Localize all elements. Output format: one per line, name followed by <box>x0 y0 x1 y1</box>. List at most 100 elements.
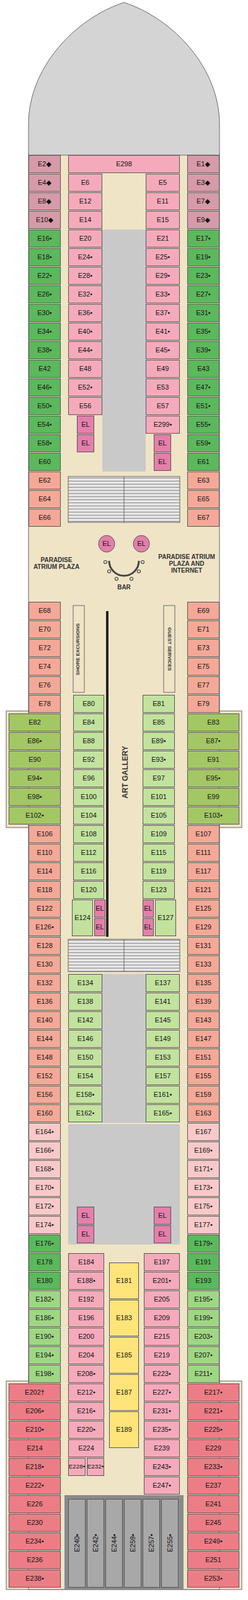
cabin-number: E30• <box>37 308 52 317</box>
cabin-number: E88 <box>82 736 95 744</box>
cabin-number: E209 <box>153 1313 170 1321</box>
bar-counter <box>109 560 139 576</box>
cabin-box: E131 <box>187 936 220 955</box>
cabin-number: E20 <box>79 234 92 242</box>
cabin-number: E151 <box>195 1052 212 1061</box>
cabin-box: E219 <box>143 1345 180 1364</box>
cabin-box: E163 <box>187 1103 220 1122</box>
cabin-number: E218• <box>25 1461 45 1470</box>
cabin-box: E192 <box>68 1289 105 1308</box>
cabin-number: E1◆ <box>196 159 211 168</box>
cabin-box: E146 <box>68 1029 103 1048</box>
cabin-box: E3◆ <box>187 173 220 192</box>
cabin-number: E3◆ <box>196 178 211 186</box>
cabin-number: E60 <box>38 457 51 465</box>
cabin-number: E29• <box>155 271 170 279</box>
cabin-number: E239 <box>153 1443 170 1451</box>
cabin-box: E38• <box>28 341 61 359</box>
cabin-number: E227• <box>152 1387 172 1395</box>
cabin-box: E4◆ <box>28 173 61 192</box>
cabin-number: E193 <box>195 1275 212 1284</box>
cabin-number: E53 <box>156 383 170 391</box>
tender-bay <box>64 1494 184 1589</box>
cabin-box: E33• <box>145 285 180 304</box>
cabin-number: E18• <box>37 252 52 261</box>
cabin-number: E46• <box>37 383 52 391</box>
cabin-box: E138 <box>68 992 103 1010</box>
cabin-number: E6 <box>81 178 90 186</box>
cabin-box: E16• <box>28 229 61 248</box>
stairway <box>68 938 180 971</box>
cabin-box: E36• <box>68 303 103 322</box>
guest-services-desk <box>163 605 175 692</box>
cabin-number: E140 <box>36 1015 53 1023</box>
cabin-number: E62 <box>38 476 51 484</box>
cabin-box: E299• <box>145 415 180 434</box>
cabin-box: E179• <box>187 1233 220 1252</box>
bar-stools <box>104 560 145 581</box>
elevator-circle: EL <box>132 534 151 553</box>
cabin-box: E238• <box>8 1568 61 1587</box>
cabin-box: E83 <box>187 713 240 731</box>
cabin-number: E189 <box>115 1424 133 1433</box>
cabin-box: E298 <box>68 155 180 173</box>
cabin-box: E249• <box>187 1531 240 1550</box>
cabin-box: E78 <box>28 694 61 713</box>
cabin-number: E26• <box>37 290 52 298</box>
cabin-number: E35• <box>195 327 211 335</box>
cabin-box: E217• <box>187 1382 240 1401</box>
cabin-box: E182• <box>28 1289 61 1308</box>
cabin-number: E208• <box>76 1368 96 1377</box>
cabin-number: EL <box>95 922 104 930</box>
cabin-number: E206• <box>25 1406 45 1414</box>
cabin-box: E6 <box>68 173 103 192</box>
cabin-number: E231• <box>152 1406 172 1414</box>
cabin-box: E197 <box>143 1252 180 1271</box>
area-label: ART GALLERY <box>120 745 129 799</box>
cabin-number: E214 <box>26 1443 43 1451</box>
cabin-number: E40• <box>78 327 93 335</box>
cabin-number: EL <box>81 1210 90 1219</box>
cabin-box: E190• <box>28 1326 61 1345</box>
cabin-box: E228• <box>68 1457 86 1475</box>
cabin-number: E175• <box>194 1201 213 1209</box>
cabin-box: E54• <box>28 415 61 434</box>
cabin-number: E186• <box>35 1313 54 1321</box>
area-label-box: PARADISE ATRIUM PLAZA AND INTERNET <box>155 528 219 598</box>
cabin-number: E203• <box>194 1331 213 1340</box>
cabin-box: E31• <box>187 303 220 322</box>
tender-box: E244• <box>105 1497 123 1587</box>
cabin-box: EL <box>153 1224 172 1243</box>
cabin-number: E235• <box>152 1424 172 1433</box>
cabin-box: E30• <box>28 303 61 322</box>
cabin-number: E117 <box>195 866 212 875</box>
cabin-number: E150 <box>77 1052 94 1061</box>
cabin-box: E28• <box>68 266 103 285</box>
cabin-box: E229 <box>187 1438 240 1457</box>
cabin-number: E79 <box>197 699 210 707</box>
cabin-number: E125 <box>195 903 212 912</box>
cabin-number: E77 <box>197 680 210 689</box>
cabin-number: E106 <box>36 829 53 837</box>
cabin-box: E178 <box>28 1252 61 1271</box>
cabin-number: E23• <box>195 271 211 279</box>
cabin-number: E37• <box>155 308 170 317</box>
cabin-number: E128 <box>36 941 53 949</box>
cabin-number: E191 <box>195 1257 212 1265</box>
cabin-box: E93• <box>142 750 175 769</box>
cabin-box: E137 <box>145 973 180 992</box>
cabin-box: E18• <box>28 248 61 266</box>
area-label: GUEST SERVICES <box>166 626 173 671</box>
cabin-number: EL <box>158 438 167 447</box>
cabin-box: E196 <box>68 1308 105 1327</box>
cabin-number: E102• <box>25 810 45 819</box>
cabin-number: E178 <box>36 1257 53 1265</box>
cabin-box: E42 <box>28 359 61 378</box>
cabin-number: E33• <box>155 290 170 298</box>
cabin-number: E63 <box>197 476 210 484</box>
cabin-box: E184 <box>68 1252 105 1271</box>
cabin-box: E188• <box>68 1271 105 1289</box>
cabin-number: E185 <box>115 1350 133 1358</box>
cabin-number: E149 <box>155 1034 172 1042</box>
cabin-box: E49 <box>145 359 180 378</box>
